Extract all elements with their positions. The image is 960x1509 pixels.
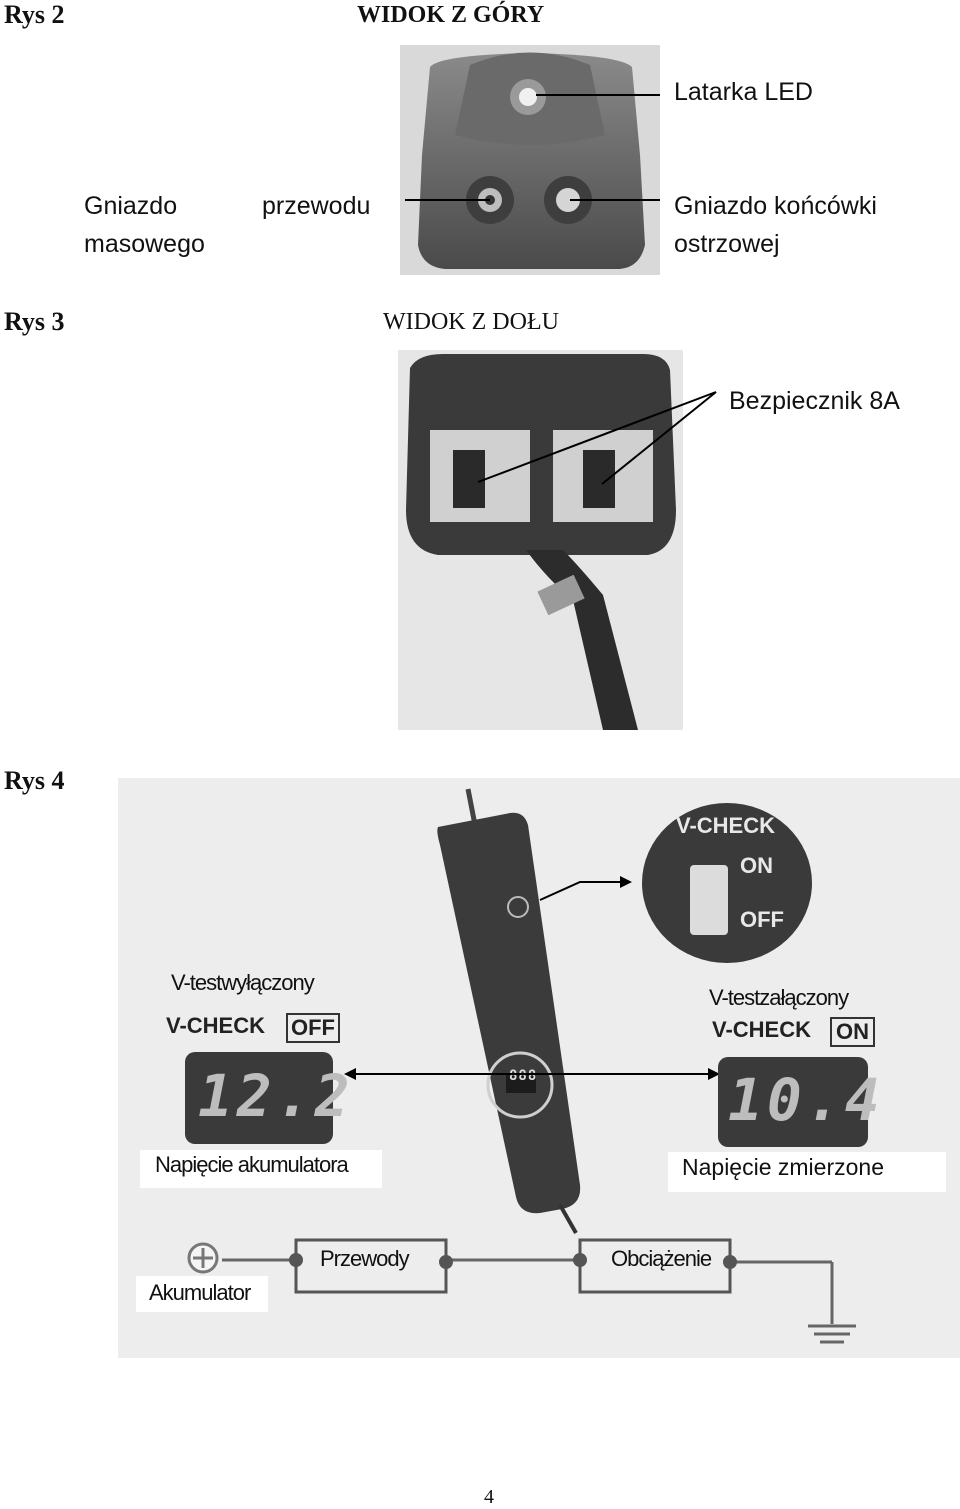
rys2-title: WIDOK Z GÓRY	[357, 2, 545, 28]
tip-socket-callout-2: ostrzowej	[674, 230, 780, 258]
left-vcheck: V-CHECK	[166, 1013, 266, 1038]
inset-on: ON	[740, 853, 773, 878]
fuse-callout: Bezpiecznik 8A	[729, 387, 900, 415]
left-lcd-box	[185, 1052, 333, 1144]
rys2-leader-lines	[405, 94, 660, 201]
battery-label-bg	[136, 1276, 268, 1312]
left-caption: V-testwyłączony	[171, 970, 315, 995]
inset-header: V-CHECK	[676, 813, 776, 838]
load-label: Obciążenie	[611, 1246, 712, 1271]
left-state: OFF	[286, 1013, 340, 1043]
inset-switch-icon	[690, 865, 728, 935]
tip-socket-callout-1: Gniazdo końcówki	[674, 192, 877, 220]
ground-socket-callout-1: Gniazdo	[84, 192, 178, 220]
rys2-label: Rys 2	[4, 0, 65, 29]
top-view-photo	[400, 45, 660, 280]
inset-off: OFF	[740, 907, 784, 932]
rys3-title: WIDOK Z DOŁU	[383, 309, 559, 335]
left-lcd-value: 12.2	[198, 1062, 354, 1130]
right-lcd-value: 10.4	[728, 1066, 884, 1134]
device-display: 888	[509, 1068, 538, 1084]
left-footer: Napięcie akumulatora	[155, 1152, 349, 1177]
right-footer: Napięcie zmierzone	[682, 1154, 884, 1180]
ground-socket-callout-3: przewodu	[262, 192, 371, 220]
rys4-label: Rys 4	[4, 766, 65, 795]
plus-terminal-icon	[187, 1242, 219, 1274]
bottom-view-photo	[398, 350, 683, 735]
rys3-leader-lines	[477, 391, 717, 485]
wires-label: Przewody	[320, 1246, 410, 1271]
rys3-label: Rys 3	[4, 307, 65, 336]
right-footer-bg	[668, 1152, 946, 1192]
right-lcd-box	[718, 1057, 868, 1147]
led-callout: Latarka LED	[674, 78, 813, 106]
right-state: ON	[830, 1017, 875, 1047]
ground-socket-callout-2: masowego	[84, 230, 205, 258]
battery-label: Akumulator	[149, 1280, 251, 1305]
left-footer-bg	[140, 1150, 382, 1188]
right-caption: V-testzałączony	[709, 985, 849, 1010]
right-vcheck: V-CHECK	[712, 1017, 812, 1042]
tester-device	[420, 785, 600, 1240]
page-number: 4	[484, 1486, 494, 1508]
